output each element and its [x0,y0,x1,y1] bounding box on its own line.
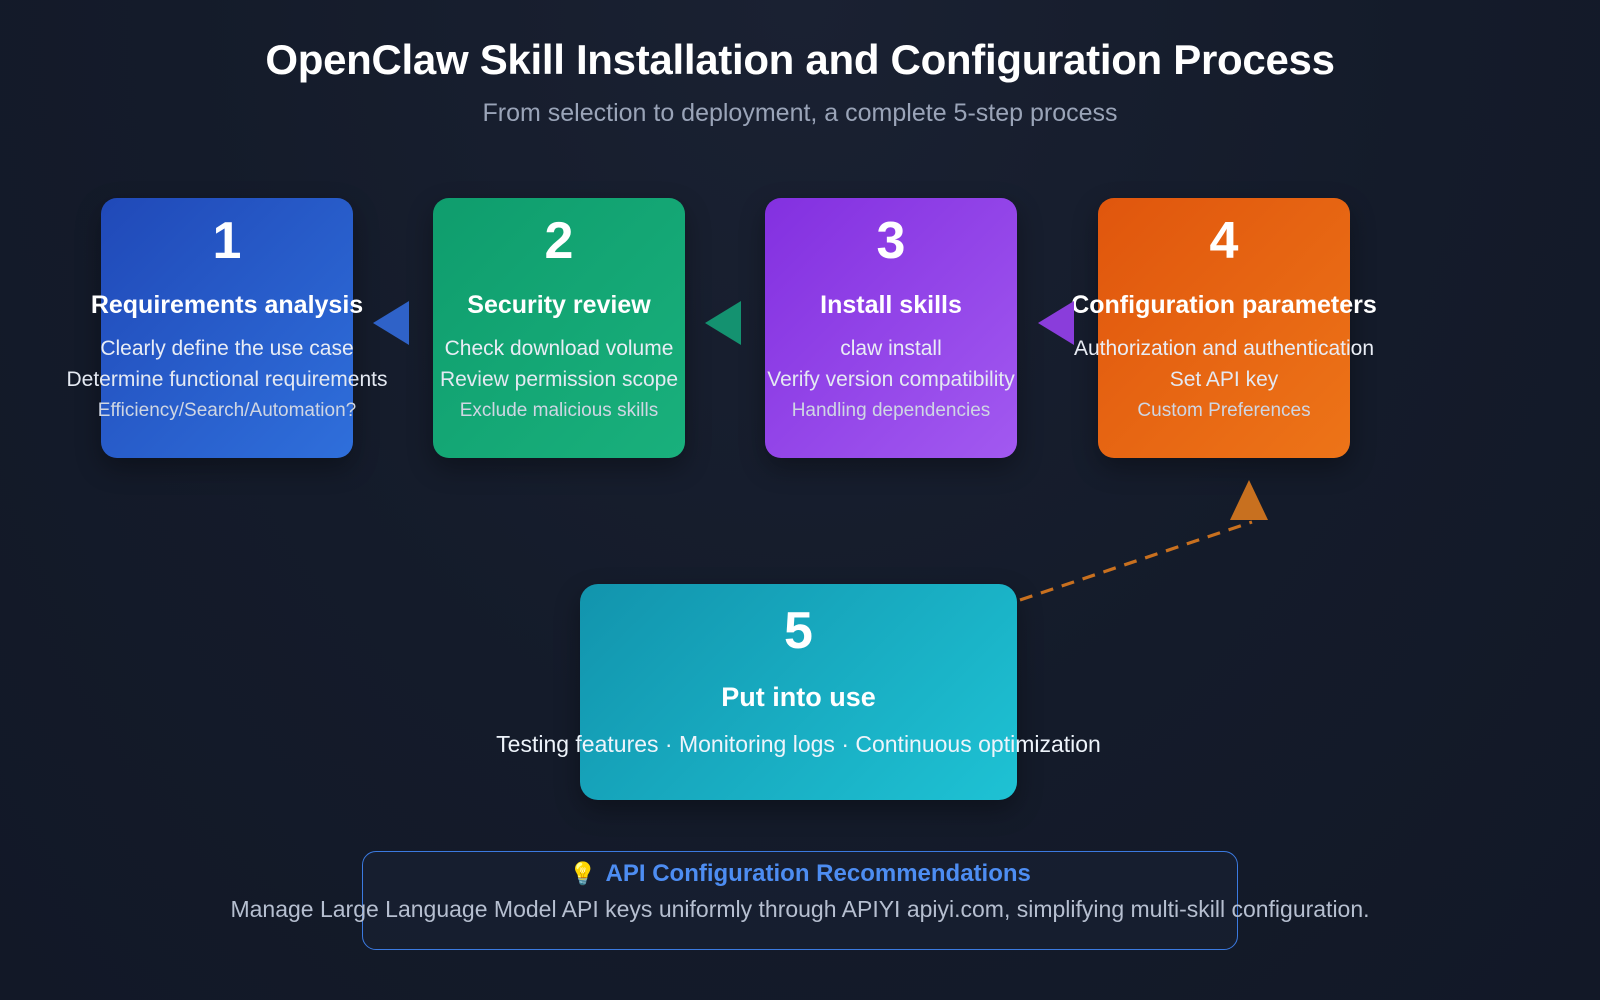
step-detail-line: Testing features · Monitoring logs · Con… [496,731,1101,757]
step-number: 1 [212,212,242,270]
dashed-connector-arrow-icon [1019,480,1268,602]
step-title: Install skills [820,291,962,319]
step-detail-line: Custom Preferences [1137,400,1311,421]
step-card-1[interactable]: 1 Requirements analysis Clearly define t… [67,198,388,458]
page-subtitle: From selection to deployment, a complete… [482,99,1118,127]
step-detail-line: Determine functional requirements [66,368,388,391]
step-title: Security review [467,291,651,319]
step-detail-list: Authorization and authentication Set API… [1074,333,1374,426]
arrow-left-icon [705,301,741,345]
arrow-left-icon [1038,301,1074,345]
step-card-4[interactable]: 4 Configuration parameters Authorization… [1071,198,1377,458]
arrow-left-icon [373,301,409,345]
step-detail-line: Check download volume [444,337,674,360]
step-detail-line: Exclude malicious skills [459,400,659,421]
step-detail-line: Clearly define the use case [100,337,354,360]
step-title: Configuration parameters [1071,291,1377,319]
step-detail-list: Clearly define the use case Determine fu… [67,333,388,426]
light-bulb-icon: 💡 [569,861,597,886]
step-detail-line: Efficiency/Search/Automation? [97,400,357,421]
page-title: OpenClaw Skill Installation and Configur… [265,36,1335,83]
step-card-2[interactable]: 2 Security review Check download volume … [433,198,685,458]
step-detail-line: Review permission scope [439,368,679,391]
step-detail-list: Check download volume Review permission … [440,333,678,426]
step-detail-line: claw install [840,337,942,360]
step-card-3[interactable]: 3 Install skills claw install Verify ver… [765,198,1017,458]
step-detail-list: Testing features · Monitoring logs · Con… [496,729,1101,760]
step-detail-line: Set API key [1169,368,1279,391]
callout-heading-text: API Configuration Recommendations [605,860,1031,887]
step-title: Requirements analysis [90,291,364,319]
callout-body-text: Manage Large Language Model API keys uni… [230,896,1370,922]
step-card-5[interactable]: 5 Put into use Testing features · Monito… [496,584,1101,800]
step-detail-line: Authorization and authentication [1073,337,1375,360]
step-detail-line: Verify version compatibility [767,368,1015,391]
step-number: 5 [784,602,813,660]
step-title: Put into use [721,682,876,712]
step-detail-list: claw install Verify version compatibilit… [767,333,1014,426]
step-number: 3 [876,212,906,270]
step-number: 2 [544,212,574,270]
step-number: 4 [1209,212,1239,270]
api-configuration-callout: 💡 API Configuration Recommendations Mana… [230,851,1370,950]
step-detail-line: Handling dependencies [791,400,991,421]
callout-heading: 💡 API Configuration Recommendations [569,860,1031,888]
